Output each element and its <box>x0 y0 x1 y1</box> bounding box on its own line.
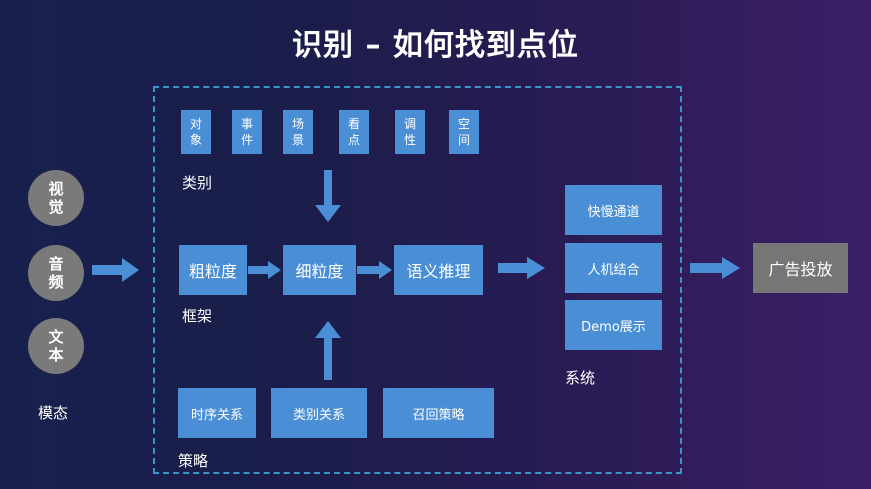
system-label: 系统 <box>565 369 596 387</box>
system-human-machine: 人机结合 <box>565 243 662 293</box>
category-highlight: 看 点 <box>339 110 369 154</box>
arrow-categories-down <box>315 170 341 222</box>
category-tone: 调 性 <box>395 110 425 154</box>
category-event: 事 件 <box>232 110 262 154</box>
system-fast-slow: 快慢通道 <box>565 185 662 235</box>
modality-audio: 音 频 <box>28 245 84 301</box>
output-ad-delivery: 广告投放 <box>753 243 848 293</box>
arrow-semantic-to-system <box>498 257 545 279</box>
arrow-fine-to-semantic <box>357 261 392 279</box>
category-label: 类别 <box>182 174 213 192</box>
framework-semantic: 语义推理 <box>394 245 483 295</box>
strategy-recall: 召回策略 <box>383 388 494 438</box>
arrow-coarse-to-fine <box>248 261 281 279</box>
arrow-modalities-to-frame <box>92 258 139 282</box>
strategy-category: 类别关系 <box>271 388 367 438</box>
framework-fine: 细粒度 <box>283 245 356 295</box>
category-space: 空 间 <box>449 110 479 154</box>
strategy-temporal: 时序关系 <box>178 388 256 438</box>
framework-coarse: 粗粒度 <box>179 245 247 295</box>
framework-label: 框架 <box>182 307 213 325</box>
strategy-label: 策略 <box>178 452 209 470</box>
modality-text: 文 本 <box>28 318 84 374</box>
arrow-system-to-output <box>690 257 740 279</box>
modality-label: 模态 <box>38 404 69 422</box>
arrow-strategy-up <box>315 321 341 380</box>
category-scene: 场 景 <box>283 110 313 154</box>
dashed-frame <box>153 86 682 474</box>
modality-visual: 视 觉 <box>28 170 84 226</box>
system-demo: Demo展示 <box>565 300 662 350</box>
category-object: 对 象 <box>181 110 211 154</box>
page-title: 识别 – 如何找到点位 <box>292 28 579 63</box>
